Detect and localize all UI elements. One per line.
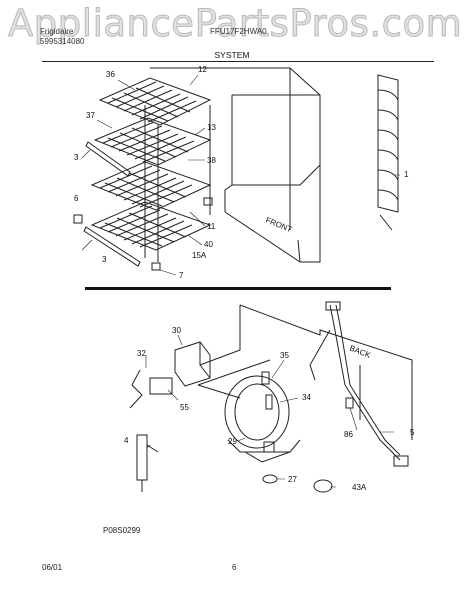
overload-relay xyxy=(149,341,211,395)
clamp-43a xyxy=(313,479,333,493)
footer-date: 06/01 xyxy=(42,563,63,572)
callout-5: 5 xyxy=(410,428,415,437)
callout-34: 34 xyxy=(302,393,311,402)
callout-4: 4 xyxy=(124,436,129,445)
brand-label: Frigidaire xyxy=(40,27,74,36)
model-label: FFU17F2HWA0 xyxy=(210,27,267,36)
clip-part-6 xyxy=(73,214,83,224)
diagram-code: P08S0299 xyxy=(103,526,141,535)
shelf-top xyxy=(98,77,212,126)
cabinet-outline xyxy=(150,67,393,263)
clip-part-86 xyxy=(345,397,354,409)
callout-12: 12 xyxy=(198,65,207,74)
tubing-5 xyxy=(309,301,409,467)
grommet-27 xyxy=(262,474,278,484)
header-rule xyxy=(42,61,434,62)
callout-40: 40 xyxy=(204,240,213,249)
compressor xyxy=(224,371,301,463)
callout-35: 35 xyxy=(280,351,289,360)
callout-43a: 43A xyxy=(352,483,367,492)
page-number: 6 xyxy=(232,563,237,572)
callout-6: 6 xyxy=(74,194,79,203)
callout-86: 86 xyxy=(344,430,353,439)
callout-36: 36 xyxy=(106,70,115,79)
callout-30: 30 xyxy=(172,326,181,335)
callout-29: 29 xyxy=(228,437,237,446)
callout-3-upper: 3 xyxy=(74,153,79,162)
clip-part-7 xyxy=(151,262,161,271)
shelf-lower xyxy=(90,161,212,211)
shelf-retainer-upper xyxy=(85,141,131,177)
callout-11: 11 xyxy=(207,222,216,231)
front-label: FRONT xyxy=(264,216,293,235)
refrigerant-tube xyxy=(144,105,159,262)
callout-32: 32 xyxy=(137,349,146,358)
callout-27: 27 xyxy=(288,475,297,484)
clip-part-11 xyxy=(203,197,213,206)
callout-37: 37 xyxy=(86,111,95,120)
callout-13: 13 xyxy=(207,123,216,132)
page-title: SYSTEM xyxy=(214,50,250,60)
part-number-label: 5995314080 xyxy=(40,37,85,46)
callout-55: 55 xyxy=(180,403,189,412)
callout-7: 7 xyxy=(179,271,184,280)
callout-3-lower: 3 xyxy=(102,255,107,264)
callout-15a: 15A xyxy=(192,251,207,260)
callout-1: 1 xyxy=(404,170,409,179)
wire-lead-32 xyxy=(129,369,143,409)
leader-lines xyxy=(81,74,400,488)
section-divider xyxy=(85,287,391,290)
drier-filter xyxy=(136,434,159,492)
callout-38: 38 xyxy=(207,156,216,165)
cabinet-back-outline xyxy=(197,304,413,440)
shelf-retainer-lower xyxy=(83,226,141,267)
shelf-upper xyxy=(93,117,212,166)
condenser-coil xyxy=(377,74,399,213)
